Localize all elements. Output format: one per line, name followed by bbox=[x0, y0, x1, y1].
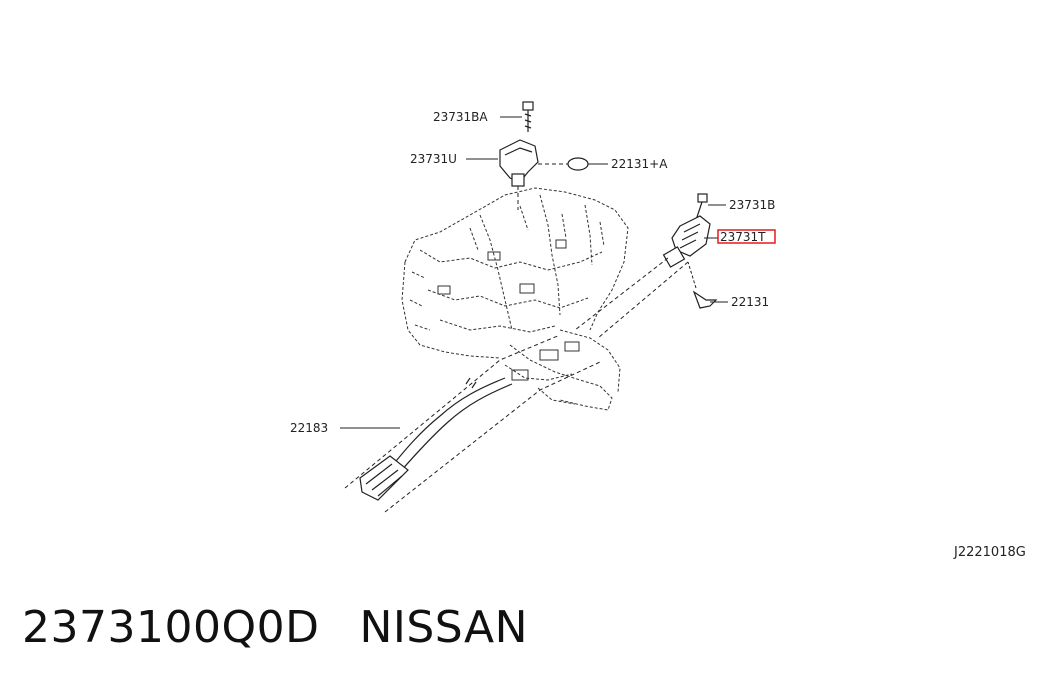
leader-lines bbox=[340, 116, 728, 429]
cable-dashed-frame bbox=[344, 334, 601, 513]
o-ring-22131A bbox=[567, 157, 589, 171]
callout-23731B[interactable]: 23731B bbox=[729, 198, 775, 212]
alignment-lines bbox=[574, 257, 689, 339]
callout-22131A[interactable]: 22131+A bbox=[611, 157, 668, 171]
callout-23731T[interactable]: 23731T bbox=[720, 230, 766, 244]
diagram-reference: J2221018G bbox=[953, 545, 1026, 560]
cable-22183 bbox=[359, 377, 513, 501]
callout-23731BA[interactable]: 23731BA bbox=[433, 110, 488, 124]
highlight-box bbox=[717, 229, 776, 244]
engine-details bbox=[437, 239, 580, 381]
callout-22131[interactable]: 22131 bbox=[731, 295, 769, 309]
o-ring-22131 bbox=[692, 290, 718, 309]
brand-name: NISSAN bbox=[359, 602, 529, 653]
callout-23731U[interactable]: 23731U bbox=[410, 152, 457, 166]
part-footer: 2373100Q0D NISSAN bbox=[22, 598, 528, 658]
sensor-23731U bbox=[499, 101, 539, 187]
engine-block bbox=[401, 187, 629, 411]
callout-22183[interactable]: 22183 bbox=[290, 421, 328, 435]
sensor-23731T bbox=[662, 193, 711, 268]
part-number: 2373100Q0D bbox=[22, 602, 320, 653]
